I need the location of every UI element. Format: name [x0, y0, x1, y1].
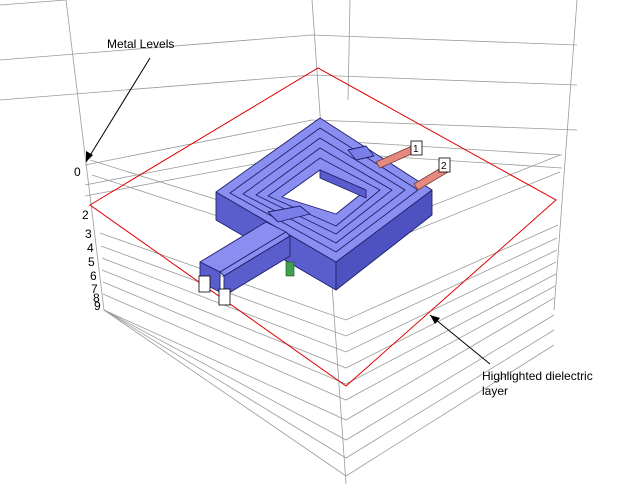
level-line-upper-1 — [0, 34, 578, 61]
port-markers: 1 2 — [198, 140, 451, 306]
port-box-4 — [218, 288, 231, 306]
spiral-turn-4 — [267, 157, 381, 227]
crossover-back — [347, 145, 375, 161]
feed-line-1 — [375, 145, 417, 169]
stack-edge-left — [65, 0, 105, 311]
level-line-upper-3 — [84, 119, 578, 166]
dielectric-arrow — [429, 314, 491, 365]
annotation-metal-levels: Metal Levels — [85, 37, 174, 163]
dielectric-label-line2: layer — [482, 384, 508, 398]
stack-edge-top-left — [0, 0, 67, 6]
level-line-front-8 — [102, 285, 556, 401]
level-label-0: 0 — [74, 165, 81, 179]
level-line-front-7 — [102, 273, 557, 385]
metal-levels-arrow — [85, 57, 151, 163]
level-label-9: 9 — [94, 299, 101, 313]
level-line-front-5 — [101, 249, 558, 353]
level-label-8: 8 — [93, 291, 100, 305]
stack-edge-right — [553, 0, 578, 311]
level-line-front-9 — [103, 297, 555, 421]
dielectric-arrowhead — [430, 315, 440, 324]
level-line-upper-2 — [0, 74, 578, 101]
dielectric-label-line1: Highlighted dielectric — [482, 369, 593, 383]
port-label-2: 2 — [441, 161, 447, 172]
port-label-1: 1 — [413, 144, 419, 155]
metal-levels-arrowhead — [86, 151, 93, 162]
level-label-6: 6 — [90, 269, 97, 283]
port-box-2 — [438, 157, 451, 173]
spiral-turn-2 — [242, 137, 406, 244]
level-line-front-3 — [99, 224, 559, 321]
port-box-3 — [198, 275, 211, 293]
level-line-front-6 — [101, 261, 557, 369]
spiral-turn-3 — [255, 147, 393, 235]
level-label-7: 7 — [91, 282, 98, 296]
level-number-column: 0 2 3 4 5 6 7 8 9 — [74, 165, 101, 313]
port-box-1 — [410, 140, 423, 156]
annotation-dielectric: Highlighted dielectric layer — [429, 314, 593, 398]
spiral-center-inner-wall — [319, 169, 367, 199]
level-line-front-10 — [103, 309, 555, 441]
via-post — [285, 261, 295, 277]
level-line-front-4 — [100, 237, 558, 337]
level-label-2: 2 — [82, 208, 89, 222]
highlighted-dielectric-outline — [89, 67, 557, 387]
dielectric-stack-grid — [0, 0, 578, 484]
crossover-front — [267, 205, 311, 223]
stack-edge-inner — [347, 0, 351, 101]
level-line-front-11 — [103, 309, 555, 459]
spiral-inductor — [199, 117, 433, 297]
level-label-3: 3 — [85, 227, 92, 241]
level-label-4: 4 — [87, 241, 94, 255]
metal-levels-label: Metal Levels — [107, 37, 174, 51]
level-line-front-12 — [103, 309, 555, 477]
level-label-5: 5 — [88, 255, 95, 269]
